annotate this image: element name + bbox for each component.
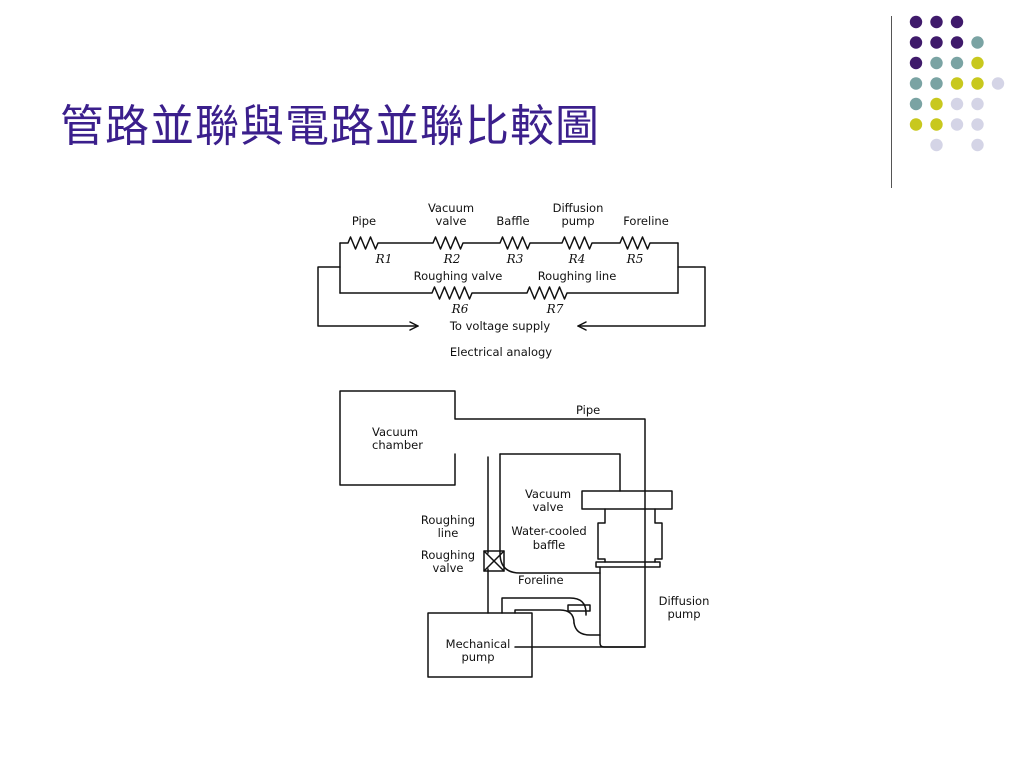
resistor-r6-label: R6	[451, 302, 469, 316]
main-pipe-inner-wall	[499, 453, 621, 492]
baffle-flange	[595, 561, 661, 568]
decorative-dot	[909, 77, 923, 90]
label-diffusion-pump-top: Diffusion	[553, 201, 604, 215]
decorative-dot	[950, 97, 964, 111]
decorative-dot	[950, 77, 964, 90]
supply-arrow-left	[409, 321, 419, 331]
label-voltage-supply: To voltage supply	[449, 319, 550, 333]
decorative-dot	[950, 36, 964, 49]
decorative-dot	[971, 77, 984, 90]
decorative-dot	[909, 56, 923, 70]
circuit-bottom-wire	[339, 286, 679, 300]
label-mechanical-pump-top: Mechanical	[446, 637, 511, 651]
label-vacuum-chamber-bottom: chamber	[372, 438, 423, 452]
label-vacuum-chamber-top: Vacuum	[372, 425, 418, 439]
label-vacuum-valve-bottom: valve	[436, 214, 467, 228]
label-roughing-valve-bottom: valve	[433, 561, 464, 575]
decorative-dot	[930, 118, 943, 131]
decorative-dot	[950, 15, 964, 29]
decorative-dot	[909, 15, 923, 29]
decorative-dot	[930, 36, 943, 49]
water-cooled-baffle	[597, 508, 663, 563]
decorative-dot	[930, 56, 943, 70]
diffusion-pump-body	[599, 566, 646, 648]
label-roughing-valve-top: Roughing	[421, 548, 475, 562]
label-water-cooled-baffle-top: Water-cooled	[511, 524, 586, 538]
label-diffusion-pump-bottom: pump	[561, 214, 594, 228]
decorative-dot	[909, 118, 923, 131]
label-pipe-physical: Pipe	[576, 403, 600, 417]
foreline-flange	[567, 604, 591, 612]
label-diffusion-pump-physical-bottom: pump	[667, 607, 700, 621]
label-roughing-line-top: Roughing	[421, 513, 475, 527]
decorative-dot	[991, 77, 1005, 90]
foreline-bend	[573, 622, 601, 636]
label-water-cooled-baffle-bottom: baffle	[533, 538, 566, 552]
label-roughing-line: Roughing line	[538, 269, 617, 283]
mechanical-pump-box	[427, 612, 533, 678]
decorative-dot	[930, 15, 943, 29]
resistor-r4-label: R4	[568, 252, 586, 266]
label-baffle: Baffle	[496, 214, 529, 228]
foreline-upper-wall	[501, 597, 587, 614]
decorative-dot	[950, 56, 964, 70]
label-mechanical-pump-bottom: pump	[461, 650, 494, 664]
supply-lead-right	[577, 266, 706, 327]
decorative-dot	[950, 118, 964, 131]
decorative-dot	[971, 56, 984, 70]
resistor-r3-label: R3	[506, 252, 524, 266]
decorative-dot	[930, 138, 943, 152]
vacuum-chamber-outline	[339, 390, 646, 648]
label-vacuum-valve-physical-top: Vacuum	[525, 487, 571, 501]
slide-title: 管路並聯與電路並聯比較圖	[60, 101, 600, 152]
roughing-valve-cross-2	[483, 550, 505, 572]
decorative-dot	[971, 138, 984, 152]
resistor-r7-label: R7	[546, 302, 564, 316]
decorative-dot	[971, 36, 984, 49]
label-foreline: Foreline	[623, 214, 669, 228]
roughing-line-right-wall	[499, 453, 601, 574]
decorative-dot	[909, 36, 923, 49]
foreline-lower-wall	[514, 609, 575, 624]
label-vacuum-valve-top: Vacuum	[428, 201, 474, 215]
decorative-dot	[971, 97, 984, 111]
decorative-dot	[971, 118, 984, 131]
label-vacuum-valve-physical-bottom: valve	[533, 500, 564, 514]
label-diffusion-pump-physical-top: Diffusion	[659, 594, 710, 608]
roughing-valve-symbol	[483, 550, 505, 572]
title-divider	[891, 16, 892, 188]
resistor-r5-label: R5	[626, 252, 644, 266]
label-roughing-valve: Roughing valve	[414, 269, 503, 283]
supply-lead-left	[317, 266, 419, 327]
electrical-analogy-caption: Electrical analogy	[450, 345, 552, 359]
vacuum-valve-block	[581, 490, 673, 510]
label-foreline-physical: Foreline	[518, 573, 564, 587]
decorative-dot	[930, 77, 943, 90]
resistor-r2-label: R2	[443, 252, 461, 266]
decorative-dot	[909, 97, 923, 111]
circuit-top-wire	[339, 236, 679, 250]
label-pipe: Pipe	[352, 214, 376, 228]
decorative-dot	[930, 97, 943, 111]
vacuum-system-diagram: Pipe Vacuum valve Baffle Diffusion pump …	[317, 201, 710, 678]
resistor-r1-label: R1	[375, 252, 393, 266]
supply-arrow-right	[577, 321, 587, 331]
label-roughing-line-bottom: line	[438, 526, 459, 540]
